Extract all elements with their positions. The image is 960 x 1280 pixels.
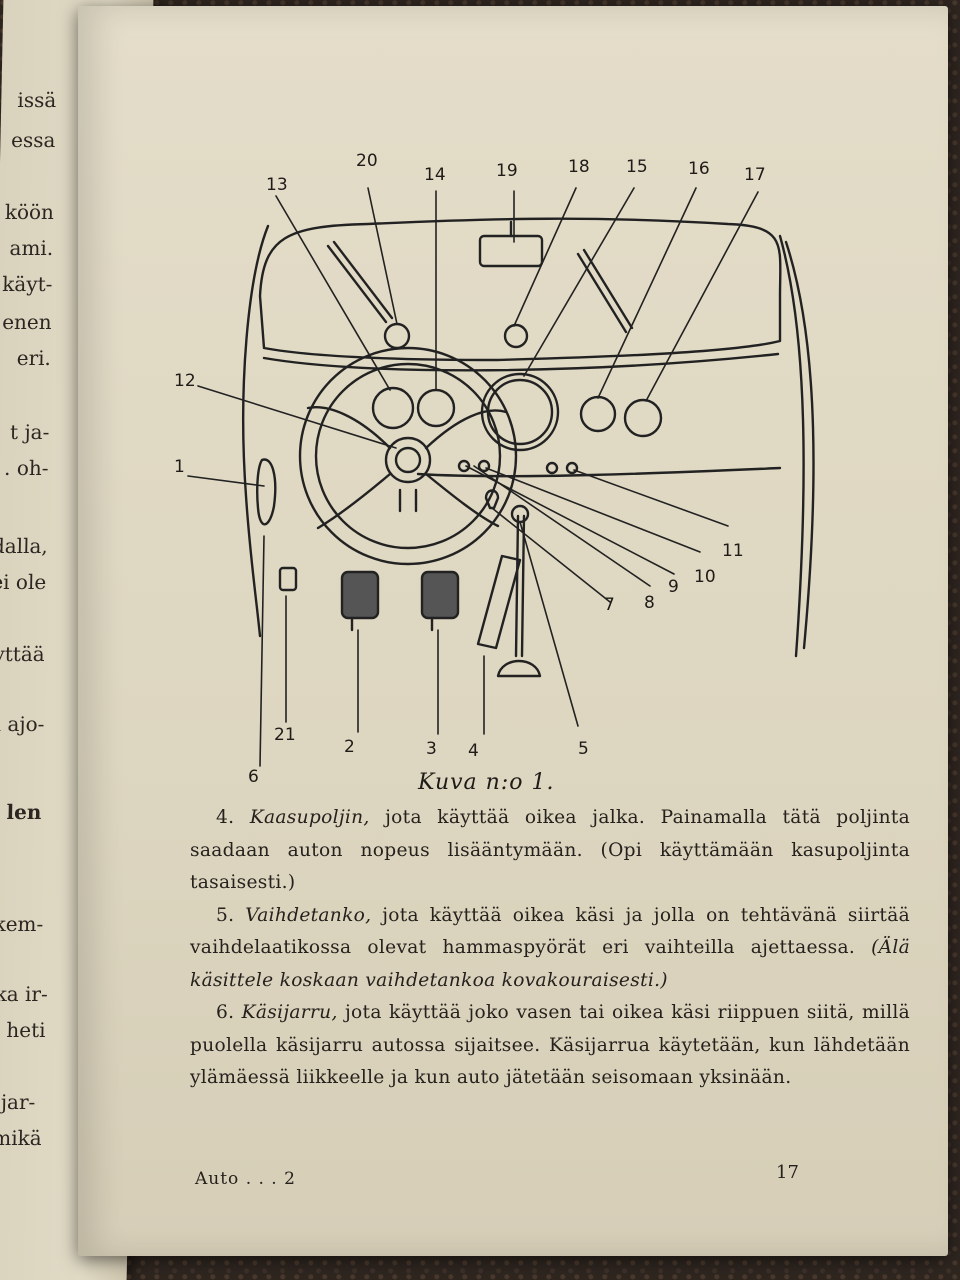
callout-1: 1 [174,457,185,477]
facing-page-fragment: ei ole [0,570,47,594]
paragraph-4: 4. Kaasupoljin, jota käyttää oikea jalka… [190,802,910,900]
clutch-pedal [340,570,380,620]
hand-brake [256,458,277,526]
facing-page-fragment: eri. [16,346,52,370]
right-wiper [576,248,634,334]
dimmer-switch [278,566,298,592]
callout-16: 16 [688,159,710,179]
dash-light-18 [503,323,529,349]
callout-15: 15 [626,157,648,177]
left-pillar [242,224,270,638]
callout-7: 7 [604,595,615,615]
facing-page-fragment: issä [17,88,57,112]
callout-14: 14 [424,165,446,185]
gas-pedal [476,554,522,650]
term: Kaasupoljin, [249,807,370,828]
paragraph-5: 5. Vaihdetanko, jota käyttää oikea käsi … [190,900,910,998]
paragraph-text: jota käyttää oikea käsi ja jolla on teht… [190,904,910,959]
key-7 [484,489,500,510]
term: Käsijarru, [241,1002,338,1023]
facing-page-fragment: enen [1,310,52,334]
callout-11: 11 [722,541,744,561]
callout-18: 18 [568,157,590,177]
callout-17: 17 [744,165,766,185]
facing-page-fragment: le heti [0,1018,46,1042]
steering-wheel [298,346,518,566]
facing-page-fragment: köön [4,200,55,224]
switch-11b [565,461,579,475]
gauge-14 [416,388,456,428]
facing-page-fragment: . oh- [3,456,49,480]
figure-caption: Kuva n:o 1. [418,770,555,795]
paragraph-number: 5. [216,904,235,926]
facing-page-fragment: t ja- [9,420,50,444]
callout-19: 19 [496,161,518,181]
facing-page-fragment: n ajo- [0,712,45,736]
paragraph-6: 6. Käsijarru, jota käyttää joko vasen ta… [190,997,910,1095]
facing-page-fragment: , mikä [0,1126,42,1150]
switch-11a [545,461,559,475]
facing-page-fragment: essa [10,128,56,152]
facing-page-fragment: rkem- [0,912,44,936]
dashboard-drawing: 1 2 3 4 5 6 7 8 9 10 11 12 13 14 15 16 1… [174,151,815,787]
facing-page-fragment: oka ir- [0,982,48,1006]
body-text: 4. Kaasupoljin, jota käyttää oikea jalka… [190,802,910,1095]
callout-12: 12 [174,371,196,391]
callout-20: 20 [356,151,378,171]
callout-6: 6 [248,767,259,787]
switch-10 [477,459,491,473]
facing-page-fragment: yttää [0,642,45,666]
book-page: 1 2 3 4 5 6 7 8 9 10 11 12 13 14 15 16 1… [78,6,948,1256]
right-pillar [778,234,805,658]
callout-4: 4 [468,741,479,761]
term: Vaihdetanko, [245,904,372,926]
dash-light-20 [383,322,411,350]
callout-10: 10 [694,567,716,587]
right-pillar-inner [784,240,815,650]
gauge-17 [623,398,663,438]
callout-9: 9 [668,577,679,597]
speedometer [480,372,560,452]
paragraph-text: jota käyttää oikea jalka. Painamalla tät… [190,807,910,893]
facing-page-fragment: len [6,800,42,824]
dashboard-edge [416,466,782,478]
dashboard-diagram: 1 2 3 4 5 6 7 8 9 10 11 12 13 14 15 16 1… [168,136,908,787]
callout-2: 2 [344,737,355,757]
dashboard-top [262,352,780,372]
facing-page-fragment: käyt- [2,272,53,296]
facing-page-fragment: dalla, [0,534,49,558]
italic-note: (Älä käsittele koskaan vaihdetankoa kova… [190,937,910,991]
rear-view-mirror [478,234,544,268]
gauge-16 [579,395,617,433]
callout-3: 3 [426,739,437,759]
paragraph-number: 6. [216,1002,235,1023]
facing-page-fragment: ami. [9,236,54,260]
left-wiper [326,240,394,324]
paragraph-number: 4. [216,807,235,828]
brake-pedal [420,570,460,620]
callout-21: 21 [274,725,296,745]
signature-mark: Auto . . . 2 [195,1169,296,1189]
callout-5: 5 [578,739,589,759]
callout-13: 13 [266,175,288,195]
page-number: 17 [776,1162,799,1183]
paragraph-text: jota käyttää joko vasen tai oikea käsi r… [190,1002,911,1088]
gear-lever [496,514,542,678]
gauge-13 [371,386,415,430]
callout-8: 8 [644,593,655,613]
facing-page-fragment: a jar- [0,1090,36,1114]
windshield-frame [258,217,782,362]
switch-9 [457,459,471,473]
